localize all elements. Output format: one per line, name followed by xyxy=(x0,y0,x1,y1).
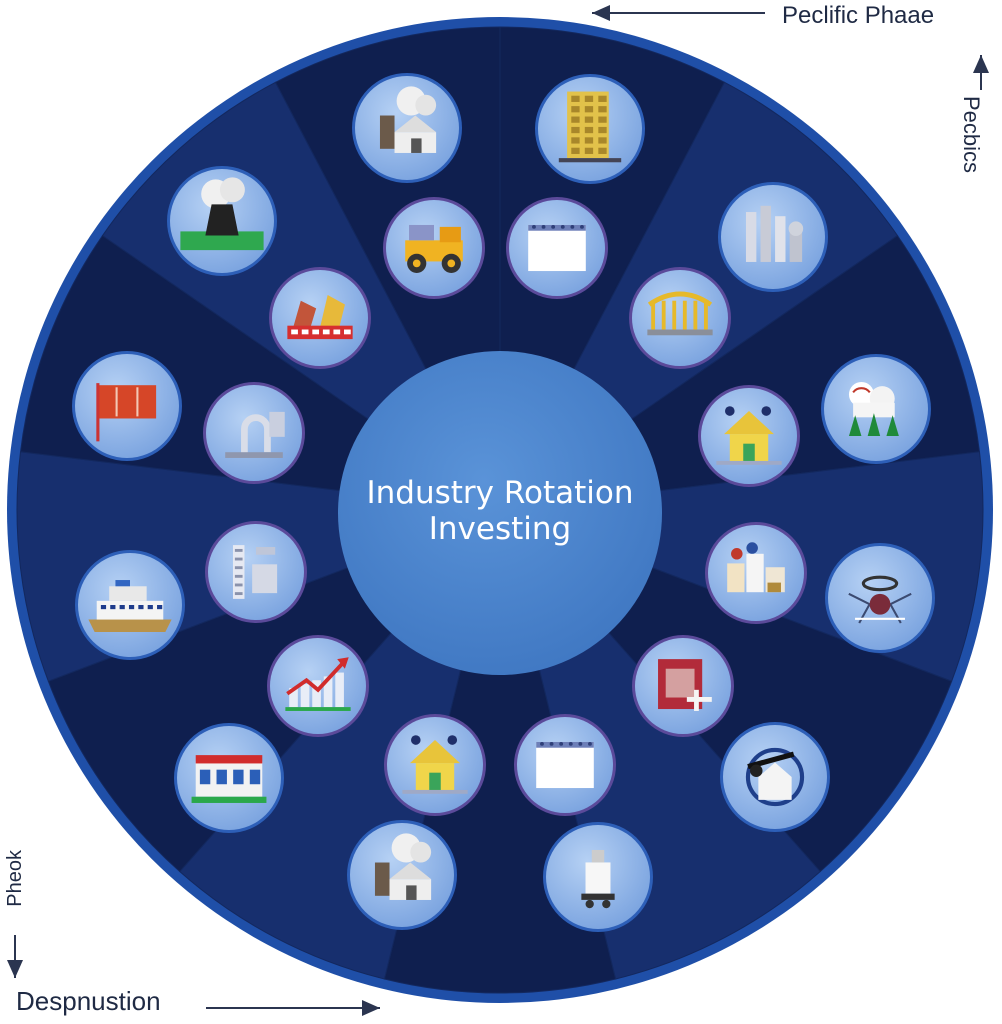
national-park-icon xyxy=(821,354,931,464)
pipeline-icon xyxy=(203,382,305,484)
inner-icon-ring xyxy=(203,197,807,816)
office-building-icon xyxy=(535,74,645,184)
phase-label-top: Peclific Phaae xyxy=(782,2,935,29)
robotic-device-icon xyxy=(720,722,830,832)
truck-icon xyxy=(383,197,485,299)
center-title-line-1: Industry Rotation xyxy=(366,475,634,511)
stock-growth-icon xyxy=(267,635,369,737)
lab-equipment-icon xyxy=(705,522,807,624)
center-title: Industry Rotation Investing xyxy=(340,475,660,547)
grain-storage-icon xyxy=(718,182,828,292)
phase-label-right: Pecbics xyxy=(959,96,984,174)
calendar-icon xyxy=(514,714,616,816)
phase-label-left: Pheok xyxy=(4,850,26,907)
cruise-ship-icon xyxy=(75,550,185,660)
center-circle xyxy=(338,351,662,675)
center-title-line-2: Investing xyxy=(428,511,572,547)
power-plant-icon xyxy=(352,73,462,183)
satellite-icon xyxy=(825,543,935,653)
factory-smokestack-icon xyxy=(167,166,277,276)
outer-icon-ring xyxy=(72,73,935,932)
phase-label-bottom: Despnustion xyxy=(16,986,161,1016)
house-icon xyxy=(698,385,800,487)
factory-icon xyxy=(347,820,457,930)
bridge-icon xyxy=(629,267,731,369)
industrial-tower-icon xyxy=(205,521,307,623)
document-icon xyxy=(506,197,608,299)
food-products-icon xyxy=(269,267,371,369)
telescope-icon xyxy=(543,822,653,932)
store-front-icon xyxy=(174,723,284,833)
certificate-icon xyxy=(632,635,734,737)
flag-icon xyxy=(72,351,182,461)
house-family-icon xyxy=(384,714,486,816)
